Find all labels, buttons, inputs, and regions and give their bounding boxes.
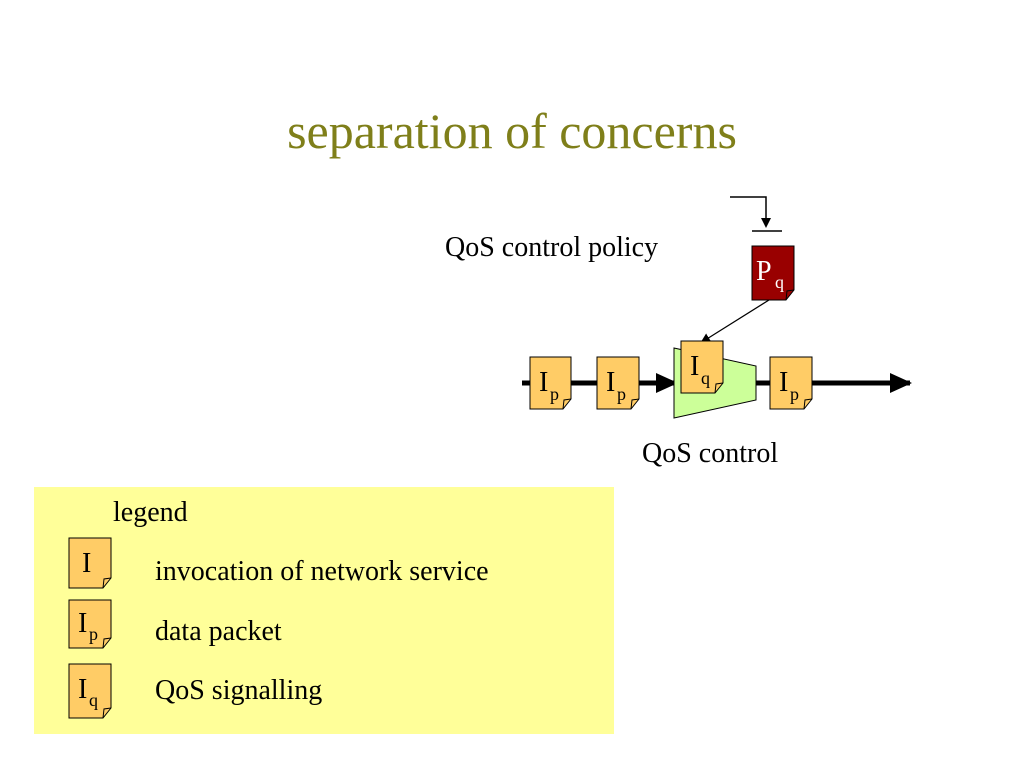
legend-label-invocation: invocation of network service — [155, 556, 489, 587]
legend-token-packet-sub: p — [89, 624, 98, 644]
packet-token-2: I p — [596, 356, 640, 410]
qos-control-policy-label: QoS control policy — [445, 232, 659, 263]
packet-token-3: I p — [769, 356, 813, 410]
packet-token-1: I p — [529, 356, 572, 410]
slide-title: separation of concerns — [287, 103, 737, 159]
legend-token-signal-sub: q — [89, 690, 98, 710]
legend-token-packet: I p — [68, 599, 112, 649]
legend-token-invocation-main: I — [82, 548, 91, 579]
policy-token: P q — [751, 245, 795, 301]
legend-heading: legend — [113, 497, 188, 528]
packet-token-2-sub: p — [617, 384, 626, 404]
legend-token-signal-main: I — [78, 674, 87, 705]
policy-to-signal-arrow — [700, 299, 770, 344]
legend-token-invocation: I — [68, 537, 112, 589]
policy-token-sub: q — [775, 272, 784, 292]
legend-label-signal: QoS signalling — [155, 675, 323, 706]
legend-token-packet-main: I — [78, 608, 87, 639]
legend-label-packet: data packet — [155, 616, 282, 647]
legend-token-signal: I q — [68, 663, 112, 719]
signal-token-sub: q — [701, 368, 710, 388]
policy-input-arrow — [730, 196, 771, 228]
packet-token-1-sub: p — [550, 384, 559, 404]
qos-control-label: QoS control — [642, 438, 779, 469]
signal-token: I q — [680, 340, 724, 394]
packet-token-1-main: I — [539, 367, 548, 398]
signal-token-main: I — [690, 351, 699, 382]
legend-box — [34, 487, 614, 734]
packet-token-3-sub: p — [790, 384, 799, 404]
policy-token-main: P — [756, 256, 772, 287]
packet-token-3-main: I — [779, 367, 788, 398]
packet-token-2-main: I — [606, 367, 615, 398]
